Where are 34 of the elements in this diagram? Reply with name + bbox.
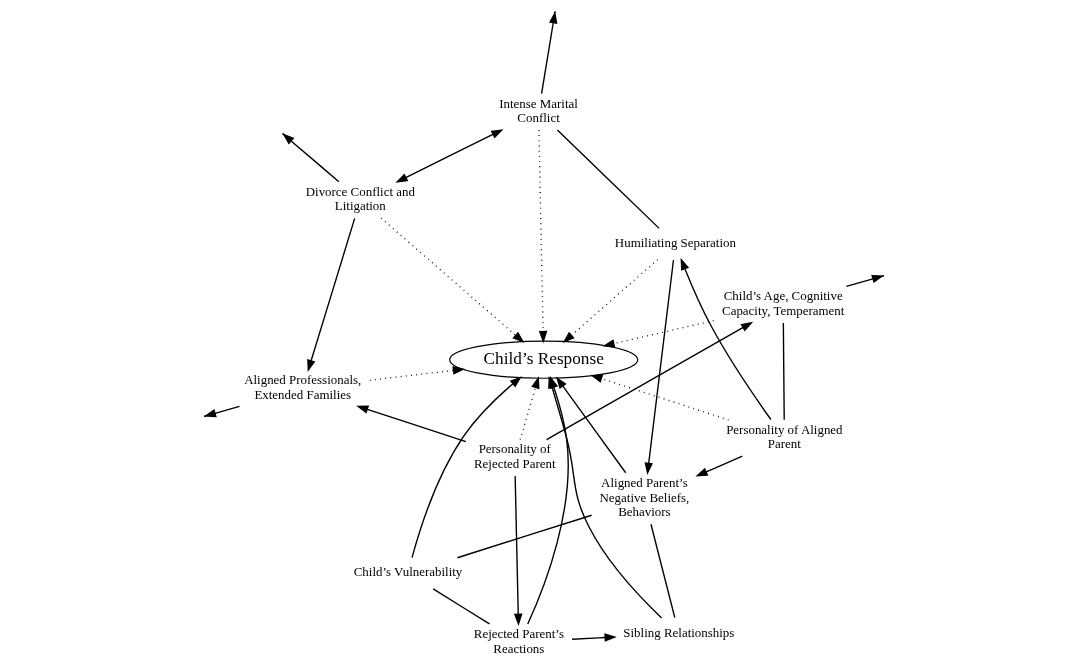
arrow	[538, 129, 548, 344]
connector	[556, 129, 660, 230]
node-text: Aligned Professionals, Extended Families	[244, 371, 362, 402]
arrow	[513, 475, 523, 626]
arrow	[356, 405, 467, 443]
node-text: Intense Marital Conflict	[499, 95, 578, 126]
arrow	[380, 217, 525, 343]
arrow	[555, 376, 627, 474]
arrow	[644, 259, 675, 475]
arrow	[519, 376, 540, 441]
arrow	[602, 319, 715, 348]
arrow	[590, 374, 730, 421]
node-text: Personality of Aligned Parent	[726, 421, 843, 452]
node-text: Aligned Parent’s Negative Beliefs, Behaviors	[599, 474, 690, 520]
arrow	[571, 633, 617, 642]
connector	[456, 514, 593, 559]
arrow	[411, 376, 522, 559]
arrow	[369, 366, 466, 381]
connector	[782, 322, 785, 421]
node-text: Humiliating Separation	[614, 235, 736, 251]
arrow	[307, 217, 356, 372]
node-text: Sibling Relationships	[623, 624, 735, 640]
node-text: Divorce Conflict and Litigation	[305, 183, 415, 214]
arrow	[395, 129, 504, 183]
arrow	[540, 11, 558, 95]
connector	[432, 588, 491, 625]
node-text: Personality of Rejected Parent	[473, 441, 556, 472]
node-text: Child’s Age, Cognitive Capacity, Temperament	[722, 288, 845, 318]
node-text: Rejected Parent’s Reactions	[473, 625, 564, 656]
node-text: Child’s Vulnerability	[353, 564, 463, 580]
arrow	[695, 455, 744, 477]
connector	[650, 523, 676, 619]
arrow	[680, 257, 772, 421]
arrow	[562, 258, 659, 344]
